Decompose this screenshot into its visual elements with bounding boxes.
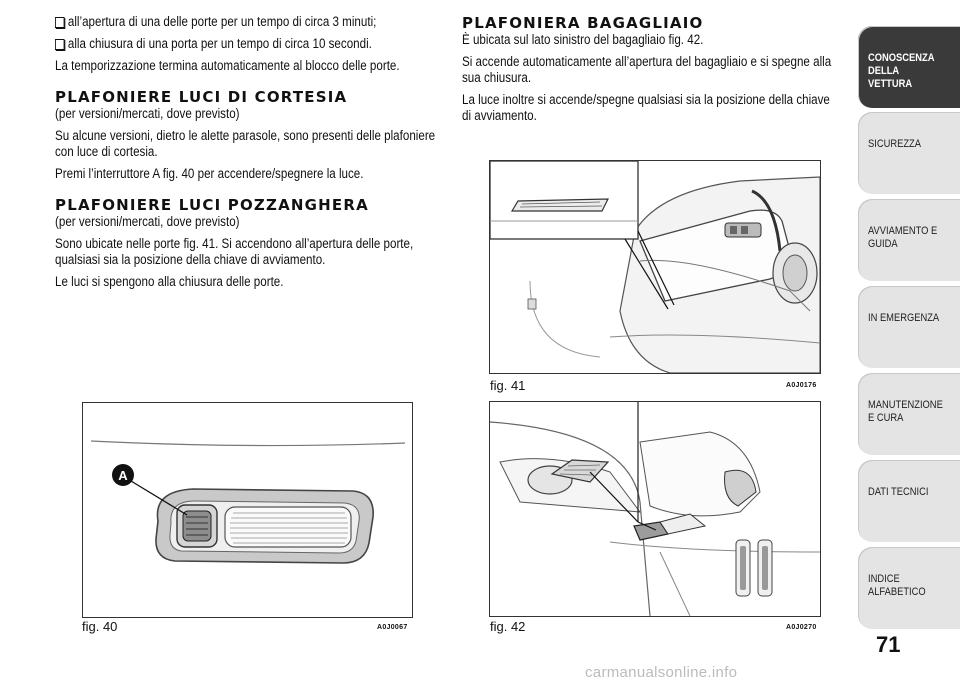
tab-in-emergenza[interactable]: IN EMERGENZA bbox=[858, 286, 960, 368]
bullet-item: all’apertura di una delle porte per un t… bbox=[55, 14, 444, 30]
courtesy-lights-paragraph: Premi l’interruttore A fig. 40 per accen… bbox=[55, 166, 364, 181]
tab-avviamento-e-guida[interactable]: AVVIAMENTO E GUIDA bbox=[858, 199, 960, 281]
figure-40-caption: fig. 40 bbox=[82, 619, 118, 634]
puddle-lights-paragraph: Sono ubicate nelle porte fig. 41. Si acc… bbox=[55, 236, 414, 267]
tab-conoscenza-della-vettura[interactable]: CONOSCENZA DELLA VETTURA bbox=[858, 26, 960, 108]
checkbox-bullet-icon bbox=[55, 17, 65, 28]
figure-42-image bbox=[489, 401, 821, 617]
figure-41-code: A0J0176 bbox=[786, 382, 817, 389]
courtesy-lights-paragraph: Su alcune versioni, dietro le alette par… bbox=[55, 128, 436, 159]
tab-manutenzione-e-cura[interactable]: MANUTENZIONE E CURA bbox=[858, 373, 960, 455]
puddle-light-illustration bbox=[490, 161, 820, 373]
figure-42-caption: fig. 42 bbox=[490, 619, 526, 634]
figure-40-image: A bbox=[82, 402, 413, 618]
trunk-light-heading: PLAFONIERA BAGAGLIAIO bbox=[462, 14, 704, 32]
courtesy-lights-subtitle: (per versioni/mercati, dove previsto) bbox=[55, 106, 240, 121]
figure-42-code: A0J0270 bbox=[786, 624, 817, 631]
watermark: carmanualsonline.info bbox=[585, 664, 738, 681]
page-number: 71 bbox=[876, 632, 901, 657]
figure-41-image bbox=[489, 160, 821, 374]
courtesy-light-illustration: A bbox=[90, 440, 406, 564]
puddle-lights-heading: PLAFONIERE LUCI POZZANGHERA bbox=[55, 196, 369, 214]
callout-marker-icon bbox=[112, 464, 134, 486]
puddle-lights-subtitle: (per versioni/mercati, dove previsto) bbox=[55, 214, 240, 229]
courtesy-lights-heading: PLAFONIERE LUCI DI CORTESIA bbox=[55, 88, 348, 106]
trunk-light-paragraph: La luce inoltre si accende/spegne qualsi… bbox=[462, 92, 830, 123]
tab-sicurezza[interactable]: SICUREZZA bbox=[858, 112, 960, 194]
figure-41-caption: fig. 41 bbox=[490, 378, 526, 393]
tab-indice-alfabetico[interactable]: INDICE ALFABETICO bbox=[858, 547, 960, 629]
puddle-lights-paragraph: Le luci si spengono alla chiusura delle … bbox=[55, 274, 284, 289]
trunk-light-paragraph: Si accende automaticamente all’apertura … bbox=[462, 54, 832, 85]
right-column: PLAFONIERA BAGAGLIAIO È ubicata sul lato… bbox=[462, 14, 837, 130]
tab-dati-tecnici[interactable]: DATI TECNICI bbox=[858, 460, 960, 542]
callout-label: A bbox=[118, 468, 128, 483]
checkbox-bullet-icon bbox=[55, 39, 65, 50]
trunk-light-paragraph: È ubicata sul lato sinistro del bagaglia… bbox=[462, 32, 704, 47]
timer-note: La temporizzazione termina automaticamen… bbox=[55, 58, 400, 73]
chapter-tabs: CONOSCENZA DELLA VETTURA SICUREZZA AVVIA… bbox=[858, 0, 960, 686]
left-column: all’apertura di una delle porte per un t… bbox=[55, 14, 445, 296]
trunk-light-illustration bbox=[490, 402, 820, 616]
bullet-item: alla chiusura di una porta per un tempo … bbox=[55, 36, 444, 52]
figure-40-code: A0J0067 bbox=[377, 624, 408, 631]
